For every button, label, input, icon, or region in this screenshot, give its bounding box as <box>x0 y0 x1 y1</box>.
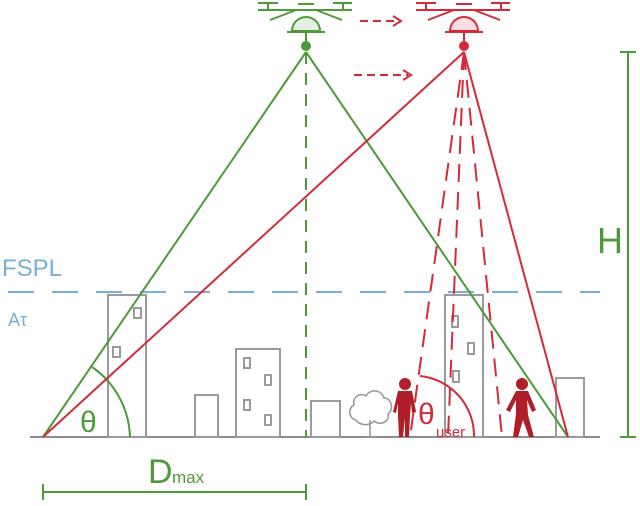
red-links <box>42 51 569 438</box>
theta-label: θ <box>80 406 97 439</box>
a-tau-label: Aτ <box>8 310 27 330</box>
height-label: H <box>597 220 623 261</box>
tree-icon <box>348 390 393 438</box>
theta-user-symbol: θ <box>418 398 435 431</box>
move-arrow-top <box>360 15 403 27</box>
dmax-label: D max <box>148 453 205 491</box>
theta-user-subscript: user <box>436 424 465 441</box>
drone-green-icon <box>258 2 352 51</box>
dmax-dimension <box>42 484 307 500</box>
building-tall-right <box>444 294 484 438</box>
person-walking-icon <box>506 378 536 437</box>
height-dimension <box>620 51 636 438</box>
green-coverage-cone <box>42 51 569 438</box>
building-small-1 <box>194 394 219 438</box>
theta-user-label: θ user <box>418 398 465 441</box>
building-small-2 <box>310 400 341 438</box>
move-arrow-bottom <box>354 69 413 81</box>
dmax-subscript: max <box>172 468 205 487</box>
dmax-symbol: D <box>148 453 173 491</box>
person-icon <box>393 378 416 437</box>
fspl-label: FSPL <box>2 255 62 282</box>
drone-red-icon <box>416 2 510 51</box>
building-tall-left <box>107 294 147 438</box>
building-mid <box>235 348 281 438</box>
building-small-3 <box>555 377 585 438</box>
